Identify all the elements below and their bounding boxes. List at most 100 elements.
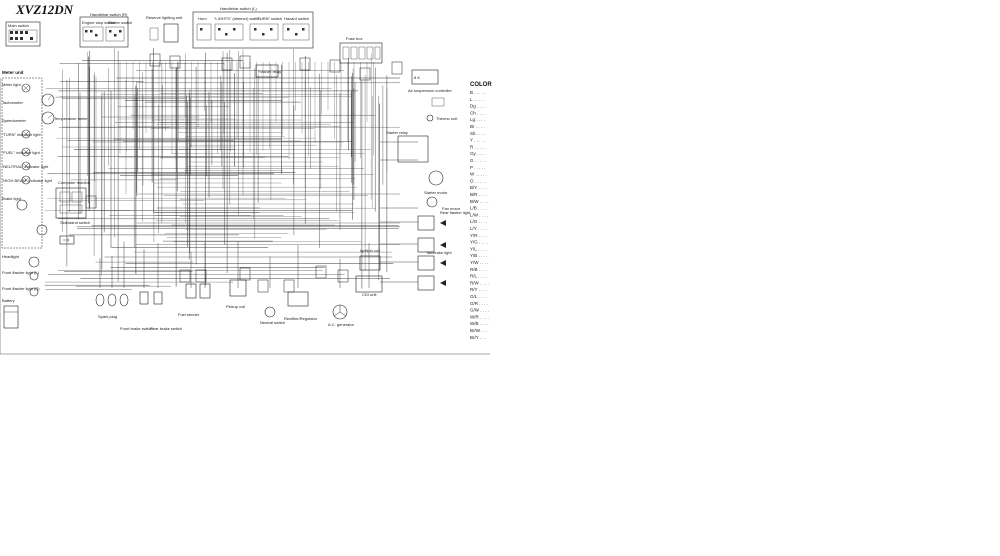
connector-block	[195, 269, 207, 283]
connector-block	[283, 279, 295, 293]
ac-generator-label: A.C. generator	[328, 322, 355, 327]
handlebar-switch-r-label: Handlebar switch (R)	[90, 12, 128, 17]
turn-switch-label: "TURN" switch	[256, 16, 282, 21]
flasher-relay: Flasher relay	[255, 64, 281, 78]
neutral-switch-label: Neutral switch	[260, 320, 285, 325]
reserve-lighting-unit: Reserve lighting unit	[146, 15, 183, 43]
color-code-item: Y/R . . . .	[470, 233, 488, 238]
color-code-item: B/R . . . .	[470, 192, 488, 197]
pickup-coil-label: Pickup coil	[226, 304, 245, 309]
tachometer-label: Tachometer	[2, 100, 24, 105]
connector-block	[337, 269, 349, 283]
wire-network	[44, 48, 418, 293]
starter-relay-label: Starter relay	[386, 130, 408, 135]
cdi-unit-label: CDI unit	[362, 292, 377, 297]
high-beam-indicator-label: "HIGH BEAM" indicator light	[2, 178, 53, 183]
fuel-sender-label: Fuel sender	[178, 312, 200, 317]
color-legend-heading: COLOR	[470, 82, 492, 88]
connector-block	[221, 57, 233, 71]
right-components: Starter relay Starter motor Fan motor Th…	[359, 114, 471, 291]
handlebar-switch-l-label: Handlebar switch (L)	[220, 6, 257, 11]
front-brake-switch-label: Front brake switch	[120, 326, 153, 331]
rear-flasher-label: Rear flasher light	[440, 210, 471, 215]
air-suspension-controller: 8 8 Air suspension controller	[408, 69, 452, 107]
color-code-item: G/L . . . .	[470, 294, 487, 299]
color-code-item: Br/Y . . .	[470, 335, 486, 340]
connector-block	[359, 67, 371, 81]
sidestand-switch: Sidestand switch	[59, 220, 90, 245]
headlight-label: Headlight	[2, 254, 20, 259]
color-code-item: L/W . . . .	[470, 212, 488, 217]
speedometer-label: Speedometer	[2, 118, 27, 123]
color-code-item: L/B . . . .	[470, 206, 487, 211]
color-legend: COLOR B . . . . . L . . . . . Dg . . . .Ch…	[470, 82, 492, 340]
front-flasher-r-label: Front flasher light (R)	[2, 286, 40, 291]
connector-block	[257, 279, 269, 293]
color-code-item: L/Y . . . .	[470, 226, 487, 231]
front-flasher-l-label: Front flasher light (L)	[2, 270, 40, 275]
connector-block	[315, 265, 327, 279]
color-code-item: Sb . . . .	[470, 131, 486, 136]
color-code-item: Y/W . . . .	[470, 260, 489, 265]
color-code-item: R . . . . .	[470, 144, 486, 149]
color-code-item: L . . . . .	[470, 97, 485, 102]
temperature-meter-label: Temperature meter	[54, 116, 88, 121]
color-code-item: Y/G . . . .	[470, 240, 488, 245]
fuse-box: Fuse box	[339, 36, 383, 64]
rear-brake-switch-label: Rear brake switch	[150, 326, 182, 331]
color-code-item: Lg . . . .	[470, 117, 485, 122]
color-code-item: R/W . . . .	[470, 280, 489, 285]
diagram-title: XVZ12DN	[15, 2, 74, 17]
thermo-unit-label: Thermo unit	[436, 116, 458, 121]
color-code-item: R/Y . . . .	[470, 287, 487, 292]
reserve-lighting-label: Reserve lighting unit	[146, 15, 183, 20]
computer-monitor: Computer monitor	[55, 180, 91, 219]
main-switch: Main switch	[5, 21, 41, 47]
color-code-item: R/B . . . .	[470, 267, 488, 272]
connector-block	[329, 59, 341, 73]
color-code-item: Ch . . . .	[470, 110, 486, 115]
connector-block	[85, 195, 97, 209]
battery-label: Battery	[2, 298, 15, 303]
tail-light-label: Tail/brake light	[426, 250, 452, 255]
color-code-item: Y . . . . .	[470, 138, 485, 143]
engine-stop-switch-label: Engine stop switch	[82, 20, 115, 25]
handlebar-switch-r: Handlebar switch (R) Engine stop switch …	[79, 12, 132, 48]
left-lights: Brake light Headlight Front flasher ligh…	[2, 196, 48, 297]
computer-monitor-label: Computer monitor	[58, 180, 91, 185]
color-code-item: G/W . . . .	[470, 308, 489, 313]
hazard-switch-label: Hazard switch	[284, 16, 309, 21]
color-code-item: W/B . . . .	[470, 321, 489, 326]
battery: Battery	[2, 298, 19, 329]
color-code-item: B . . . . .	[470, 90, 486, 95]
color-code-item: Y/B . . . .	[470, 253, 487, 258]
connector-block	[149, 53, 161, 67]
color-code-item: W . . . . .	[470, 172, 487, 177]
horn-switch-label: Horn	[198, 16, 207, 21]
color-code-item: Br . . . .	[470, 124, 485, 129]
air-suspension-label: Air suspension controller	[408, 88, 452, 93]
fan-motor-label: Fan motor	[442, 206, 461, 211]
color-code-item: P . . . . .	[470, 165, 485, 170]
color-code-item: Gy . . . .	[470, 151, 486, 156]
color-code-item: W/R . . . .	[470, 314, 489, 319]
handlebar-switch-l: Handlebar switch (L) Horn "LIGHTS" (dimm…	[192, 6, 314, 49]
lights-switch-label: "LIGHTS" (dimmer) switch	[214, 16, 261, 21]
connector-block	[299, 57, 311, 71]
sidestand-switch-label: Sidestand switch	[60, 220, 90, 225]
starter-motor-label: Starter motor	[424, 190, 448, 195]
color-code-list: B . . . . . L . . . . . Dg . . . .Ch . . .…	[470, 90, 489, 340]
flasher-relay-label: Flasher relay	[258, 69, 281, 74]
color-code-item: Dg . . . .	[470, 104, 486, 109]
connector-block	[239, 55, 251, 69]
ignition-coil-label: Ignition coil	[360, 248, 380, 253]
connector-block	[391, 61, 403, 75]
meter-unit: Meter unit Meter light Tachometer Speedo…	[1, 70, 88, 249]
color-code-item: G/R . . . .	[470, 301, 488, 306]
connector-block	[169, 55, 181, 69]
bottom-components: Spark plug Front brake switch Rear brake…	[95, 275, 383, 331]
color-code-item: R/L . . . .	[470, 274, 487, 279]
color-code-item: L/G . . . .	[470, 219, 487, 224]
color-code-item: B/W . . . .	[470, 199, 489, 204]
color-code-item: G . . . . .	[470, 158, 486, 163]
